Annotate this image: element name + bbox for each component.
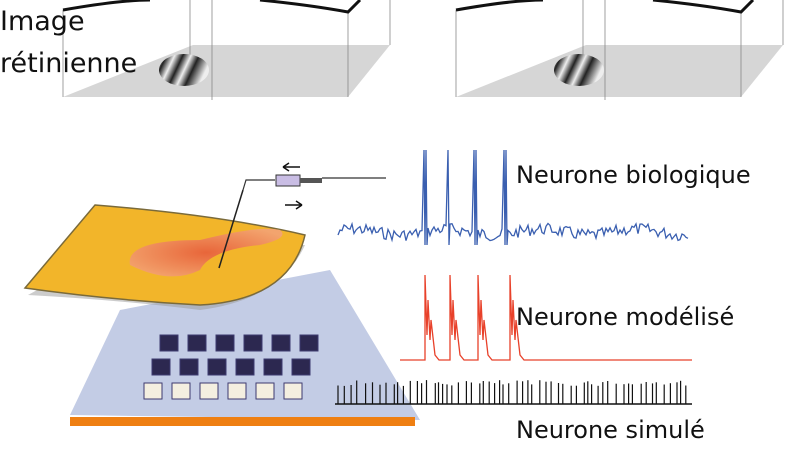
arrow-right-icon [285,200,303,210]
retina-box-right [455,0,784,100]
chip-block [227,382,247,400]
chip-block [215,334,235,352]
model-neuron-trace [400,274,692,361]
model-neuron-label: Neurone modélisé [516,303,735,331]
grating-stimulus [159,54,209,86]
retina-label-line2: rétinienne [0,48,138,79]
chip-block [179,358,199,376]
chip-block [207,358,227,376]
chip-block [291,358,311,376]
biological-neuron-trace [337,149,689,246]
brain-slice [23,204,306,310]
chip-block [271,334,291,352]
simulated-neuron-label: Neurone simulé [516,416,705,444]
chip-block [151,358,171,376]
chip-base-bar [70,417,415,426]
chip-block [243,334,263,352]
arrow-left-icon [282,162,300,172]
chip-block [199,382,219,400]
chip-block [235,358,255,376]
retina-box-left [62,0,391,100]
chip-block [143,382,163,400]
simulated-neuron-trace [335,380,692,405]
hippocampus [129,228,283,277]
chip-block [171,382,191,400]
chip-block [255,382,275,400]
chip-block [283,382,303,400]
electrode [218,162,386,269]
chip-block [187,334,207,352]
chip-block [159,334,179,352]
grating-stimulus [554,54,604,86]
biological-neuron-label: Neurone biologique [516,161,751,189]
silicon-chip [70,270,420,426]
retina-label-line1: Image [0,6,85,37]
chip-block [299,334,319,352]
chip-block [263,358,283,376]
